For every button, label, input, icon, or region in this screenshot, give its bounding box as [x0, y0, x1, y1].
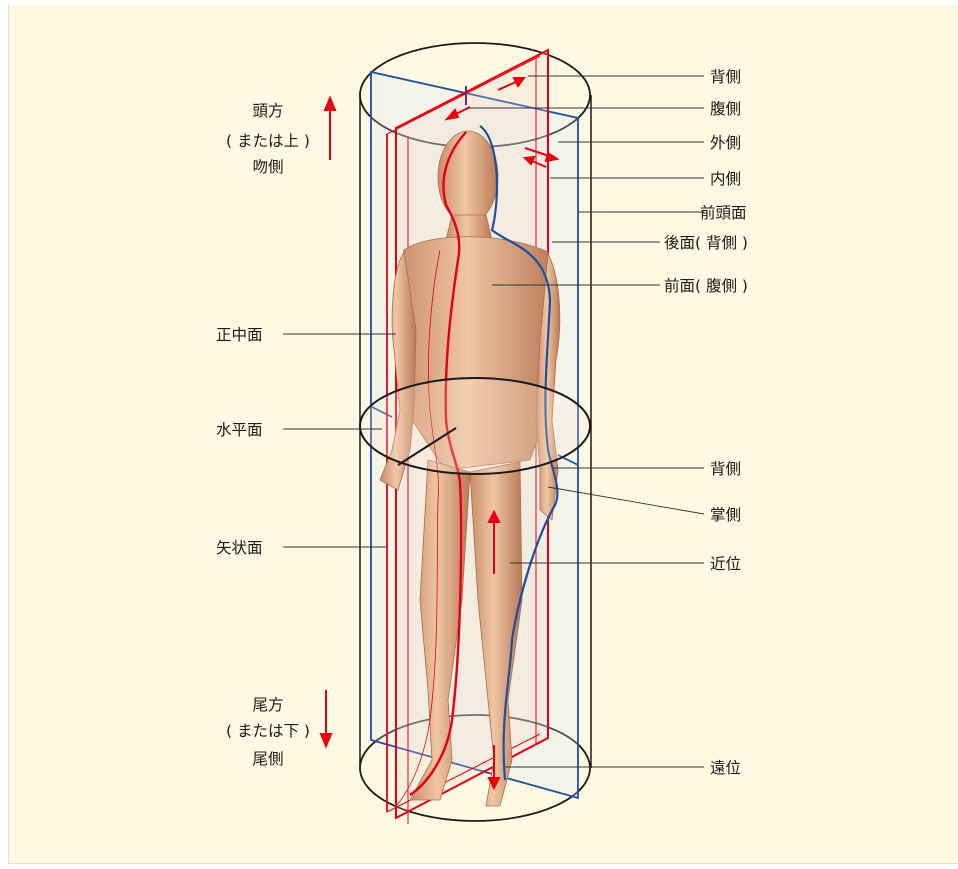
label-palmar: 掌側 [710, 506, 741, 524]
label-cranial-alt: ( または上 ) [226, 132, 310, 150]
label-medial: 内側 [710, 170, 741, 188]
horizontal-plane [360, 378, 590, 474]
label-rostral: 吻側 [252, 158, 283, 176]
label-dorsal-hand: 背側 [710, 460, 741, 478]
label-cranial: 頭方 [252, 102, 283, 120]
caudal-labels: 尾方 ( または下 ) 尾側 [226, 696, 310, 768]
label-posterior: 後面( 背側 ) [664, 234, 748, 252]
label-frontal-plane: 前頭面 [700, 204, 747, 222]
label-caudal-side: 尾側 [252, 750, 283, 768]
cranial-labels: 頭方 ( または上 ) 吻側 [226, 102, 310, 176]
label-caudal-alt: ( または下 ) [226, 722, 310, 740]
label-dorsal-top: 背側 [710, 68, 741, 86]
label-proximal: 近位 [710, 555, 741, 573]
label-caudal: 尾方 [252, 696, 283, 714]
label-distal: 遠位 [710, 759, 741, 777]
label-ventral-top: 腹側 [710, 100, 741, 118]
label-horizontal-plane: 水平面 [216, 421, 263, 439]
left-labels: 正中面 水平面 矢状面 [216, 326, 263, 557]
label-median-plane: 正中面 [216, 326, 263, 344]
cranial-arrow [325, 98, 335, 160]
caudal-arrow [321, 690, 331, 746]
label-lateral: 外側 [710, 134, 741, 152]
label-sagittal-plane: 矢状面 [216, 539, 263, 557]
right-labels: 背側 腹側 外側 内側 前頭面 後面( 背側 ) 前面( 腹側 ) 背側 掌側 … [664, 68, 748, 777]
label-anterior: 前面( 腹側 ) [664, 277, 748, 295]
